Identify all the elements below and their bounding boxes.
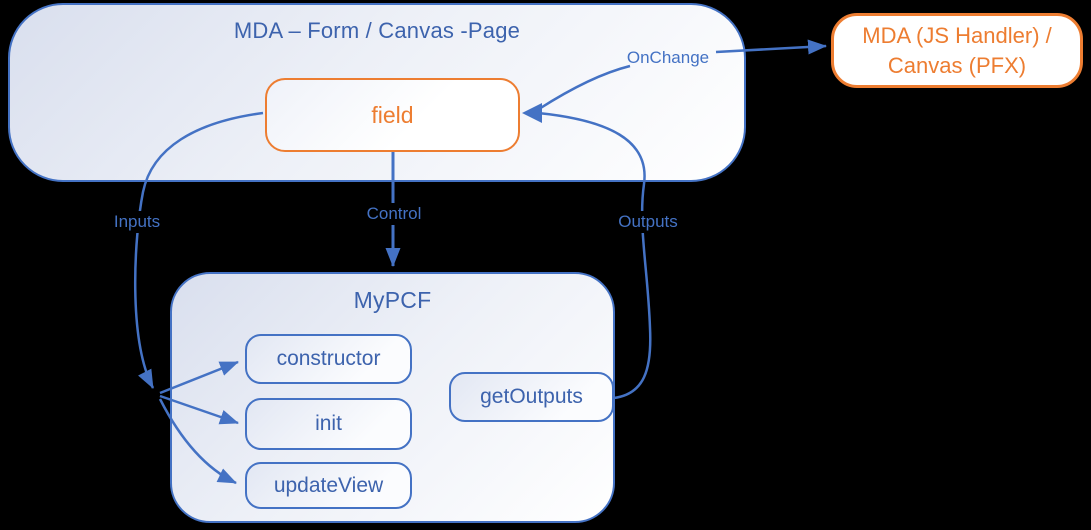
getoutputs-node: getOutputs: [449, 372, 614, 422]
mda-page-title: MDA – Form / Canvas -Page: [233, 18, 521, 43]
updateview-node-label: updateView: [273, 473, 384, 497]
init-node-label: init: [315, 412, 342, 435]
onchange-label: OnChange: [626, 48, 710, 67]
inputs-label: Inputs: [110, 211, 164, 233]
mypcf-title: MyPCF: [353, 287, 432, 313]
js-handler-label-line1: MDA (JS Handler) /: [862, 22, 1052, 48]
field-node: field: [265, 78, 520, 152]
control-label: Control: [363, 203, 425, 225]
constructor-node: constructor: [245, 334, 412, 384]
getoutputs-node-label: getOutputs: [480, 385, 583, 408]
init-node: init: [245, 398, 412, 450]
js-handler-label-line2: Canvas (PFX): [887, 52, 1027, 78]
updateview-node: updateView: [245, 462, 412, 509]
field-node-label: field: [371, 101, 414, 128]
constructor-node-label: constructor: [276, 347, 381, 370]
js-handler-node: MDA (JS Handler) / Canvas (PFX): [831, 13, 1083, 88]
outputs-label: Outputs: [615, 211, 681, 233]
